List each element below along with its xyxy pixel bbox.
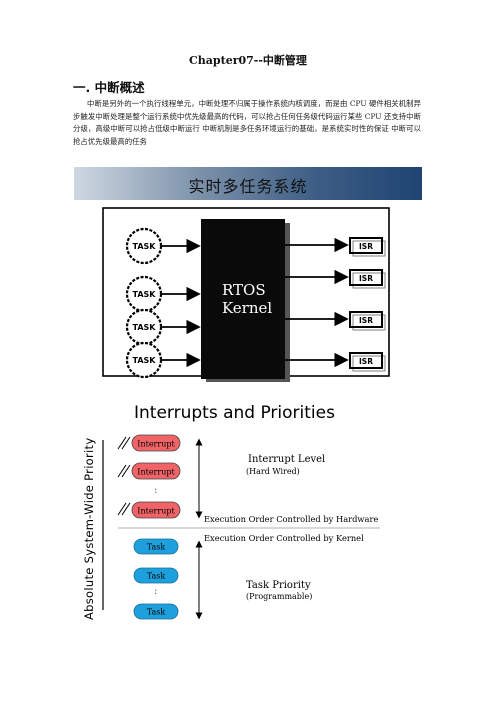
figure-title: Interrupts and Priorities (134, 403, 335, 423)
task-node: TASK (125, 308, 201, 346)
interrupt-pill: Interrupt (117, 501, 181, 519)
task-priority-title: Task Priority (246, 580, 311, 591)
document-title: Chapter07--中断管理 (189, 54, 307, 67)
hardware-order-label: Execution Order Controlled by Hardware (204, 514, 378, 524)
task-pill: Task (133, 538, 179, 555)
interrupt-pill: Interrupt (117, 462, 181, 480)
isr-node: ISR (285, 352, 386, 372)
interrupt-level-sub: (Hard Wired) (246, 467, 300, 476)
svg-text:TASK: TASK (133, 323, 157, 332)
svg-text:Task: Task (147, 543, 166, 552)
task-node: TASK (125, 275, 201, 313)
kernel-block (201, 219, 285, 379)
kernel-order-label: Execution Order Controlled by Kernel (204, 533, 364, 543)
figure-banner: 实时多任务系统 (74, 167, 422, 200)
svg-text:ISR: ISR (359, 357, 373, 366)
task-priority-sub: (Programmable) (246, 592, 312, 601)
banner-title: 实时多任务系统 (188, 177, 308, 196)
svg-text:Interrupt: Interrupt (137, 507, 175, 516)
svg-text:Interrupt: Interrupt (137, 440, 175, 449)
task-pill: Task (133, 603, 179, 620)
priorities-figure: Interrupts and Priorities Absolute Syste… (70, 398, 384, 623)
ellipsis: : (154, 586, 157, 597)
rtos-diagram: RTOS Kernel TASK TASK TASK TASK ISR (102, 207, 390, 382)
svg-text:ISR: ISR (359, 242, 373, 251)
svg-text:TASK: TASK (133, 290, 157, 299)
svg-text:TASK: TASK (133, 242, 157, 251)
interrupt-pill: Interrupt (117, 434, 181, 452)
svg-text:ISR: ISR (359, 274, 373, 283)
task-node: TASK (125, 341, 201, 379)
kernel-label-kernel: Kernel (222, 299, 272, 317)
interrupt-level-title: Interrupt Level (248, 454, 325, 465)
isr-node: ISR (285, 237, 386, 257)
task-node: TASK (125, 227, 201, 265)
intro-paragraph: 中断是另外的一个执行线程单元，中断处理不归属于操作系统内核调度，而是由 CPU … (73, 99, 421, 146)
task-pill: Task (133, 567, 179, 584)
svg-text:Task: Task (147, 608, 166, 617)
svg-text:TASK: TASK (133, 356, 157, 365)
isr-node: ISR (285, 269, 386, 289)
section-heading: 一. 中断概述 (73, 80, 145, 95)
axis-label: Absolute System-Wide Priority (82, 438, 96, 620)
svg-text:Interrupt: Interrupt (137, 468, 175, 477)
kernel-label-rtos: RTOS (222, 281, 266, 299)
isr-node: ISR (285, 311, 386, 331)
priorities-diagram: Interrupts and Priorities Absolute Syste… (82, 403, 380, 620)
svg-text:Task: Task (147, 572, 166, 581)
svg-text:ISR: ISR (359, 316, 373, 325)
rtos-figure: 实时多任务系统 RTOS Kernel TASK TASK TASK (74, 167, 422, 382)
ellipsis: : (154, 485, 157, 496)
